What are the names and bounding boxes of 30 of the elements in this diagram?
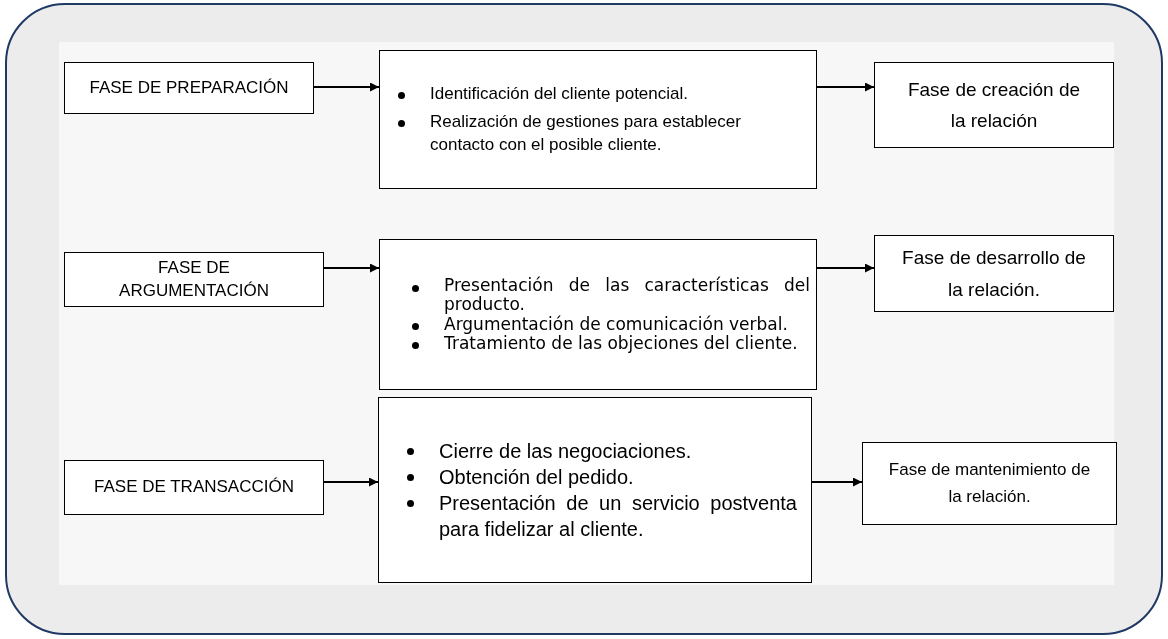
list-item: Identificación del cliente potencial.: [430, 83, 689, 106]
bullet-list-box: [378, 397, 812, 583]
phase-box: [874, 235, 1114, 312]
arrow: [811, 477, 863, 487]
phase-box: [64, 460, 324, 515]
phase-box: [862, 442, 1117, 525]
box-label: Fase de creación de la relación: [906, 77, 1082, 133]
rounded-frame: [5, 3, 1163, 635]
list-item: Tratamiento de las objeciones del cliente.: [444, 333, 799, 353]
list-item: Presentación de un servicio postventa para fidelizar al cliente.: [439, 491, 797, 542]
list-item: Realización de gestiones para establecer contacto con el posible cliente.: [430, 111, 742, 156]
phase-box: [874, 62, 1114, 148]
bullet-list-box: [379, 239, 817, 390]
list-item: Obtención del pedido.: [439, 465, 635, 490]
list-item: Cierre de las negociaciones.: [439, 439, 693, 464]
arrow: [816, 82, 875, 92]
arrow: [313, 82, 380, 92]
box-label: FASE DE ARGUMENTACIÓN: [118, 257, 270, 302]
box-label: Fase de mantenimiento de la relación.: [887, 459, 1092, 508]
list-item: Argumentación de comunicación verbal.: [444, 314, 789, 334]
phase-box: [64, 62, 314, 114]
list-item: Presentación de las características del producto.: [444, 276, 810, 315]
phase-box: [64, 252, 324, 307]
box-label: FASE DE PREPARACIÓN: [89, 76, 289, 99]
bullet-list-box: [379, 50, 817, 189]
box-label: FASE DE TRANSACCIÓN: [94, 476, 294, 499]
box-label: Fase de desarrollo de la relación.: [901, 246, 1087, 302]
arrow: [816, 263, 875, 273]
arrow: [323, 263, 380, 273]
arrow: [323, 477, 379, 487]
